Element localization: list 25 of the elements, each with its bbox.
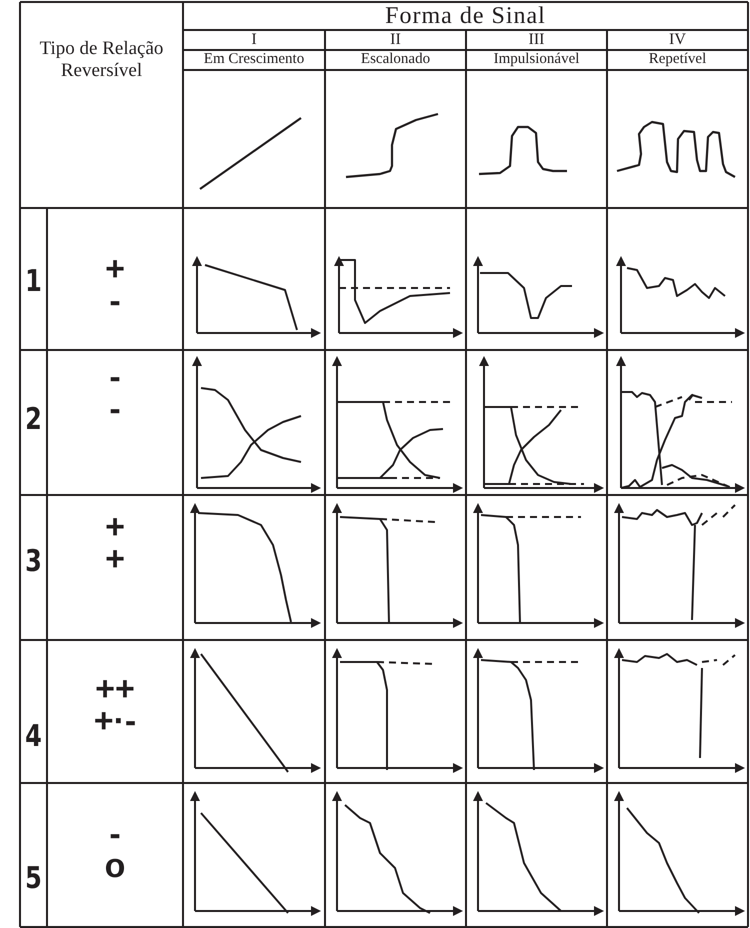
row-number: 5 bbox=[24, 862, 43, 896]
row-number: 3 bbox=[24, 545, 43, 580]
row-number: 2 bbox=[24, 403, 43, 438]
table-title: Forma de Sinal bbox=[384, 3, 547, 31]
row-header: Tipo de Relação Reversível bbox=[38, 38, 164, 82]
column-numeral: I bbox=[250, 31, 258, 50]
column-header: Repetível bbox=[648, 51, 708, 68]
column-numeral: III bbox=[528, 31, 546, 50]
relation-sign: o bbox=[104, 849, 126, 883]
relation-sign: - bbox=[108, 360, 122, 394]
relation-sign: - bbox=[108, 817, 122, 851]
column-header: Impulsionável bbox=[492, 51, 580, 68]
relation-sign: ++ bbox=[94, 672, 136, 706]
relation-sign: + bbox=[104, 252, 126, 286]
relation-sign: - bbox=[108, 392, 122, 426]
relation-sign: +·- bbox=[92, 704, 138, 738]
column-numeral: II bbox=[389, 31, 402, 50]
column-header: Escalonado bbox=[360, 51, 432, 68]
column-header: Em Crescimento bbox=[202, 51, 306, 68]
relation-sign: - bbox=[108, 284, 122, 318]
row-number: 4 bbox=[24, 720, 43, 754]
row-number: 1 bbox=[24, 265, 43, 300]
column-numeral: IV bbox=[668, 31, 687, 50]
relation-sign: + bbox=[104, 542, 126, 576]
relation-sign: + bbox=[104, 510, 126, 544]
